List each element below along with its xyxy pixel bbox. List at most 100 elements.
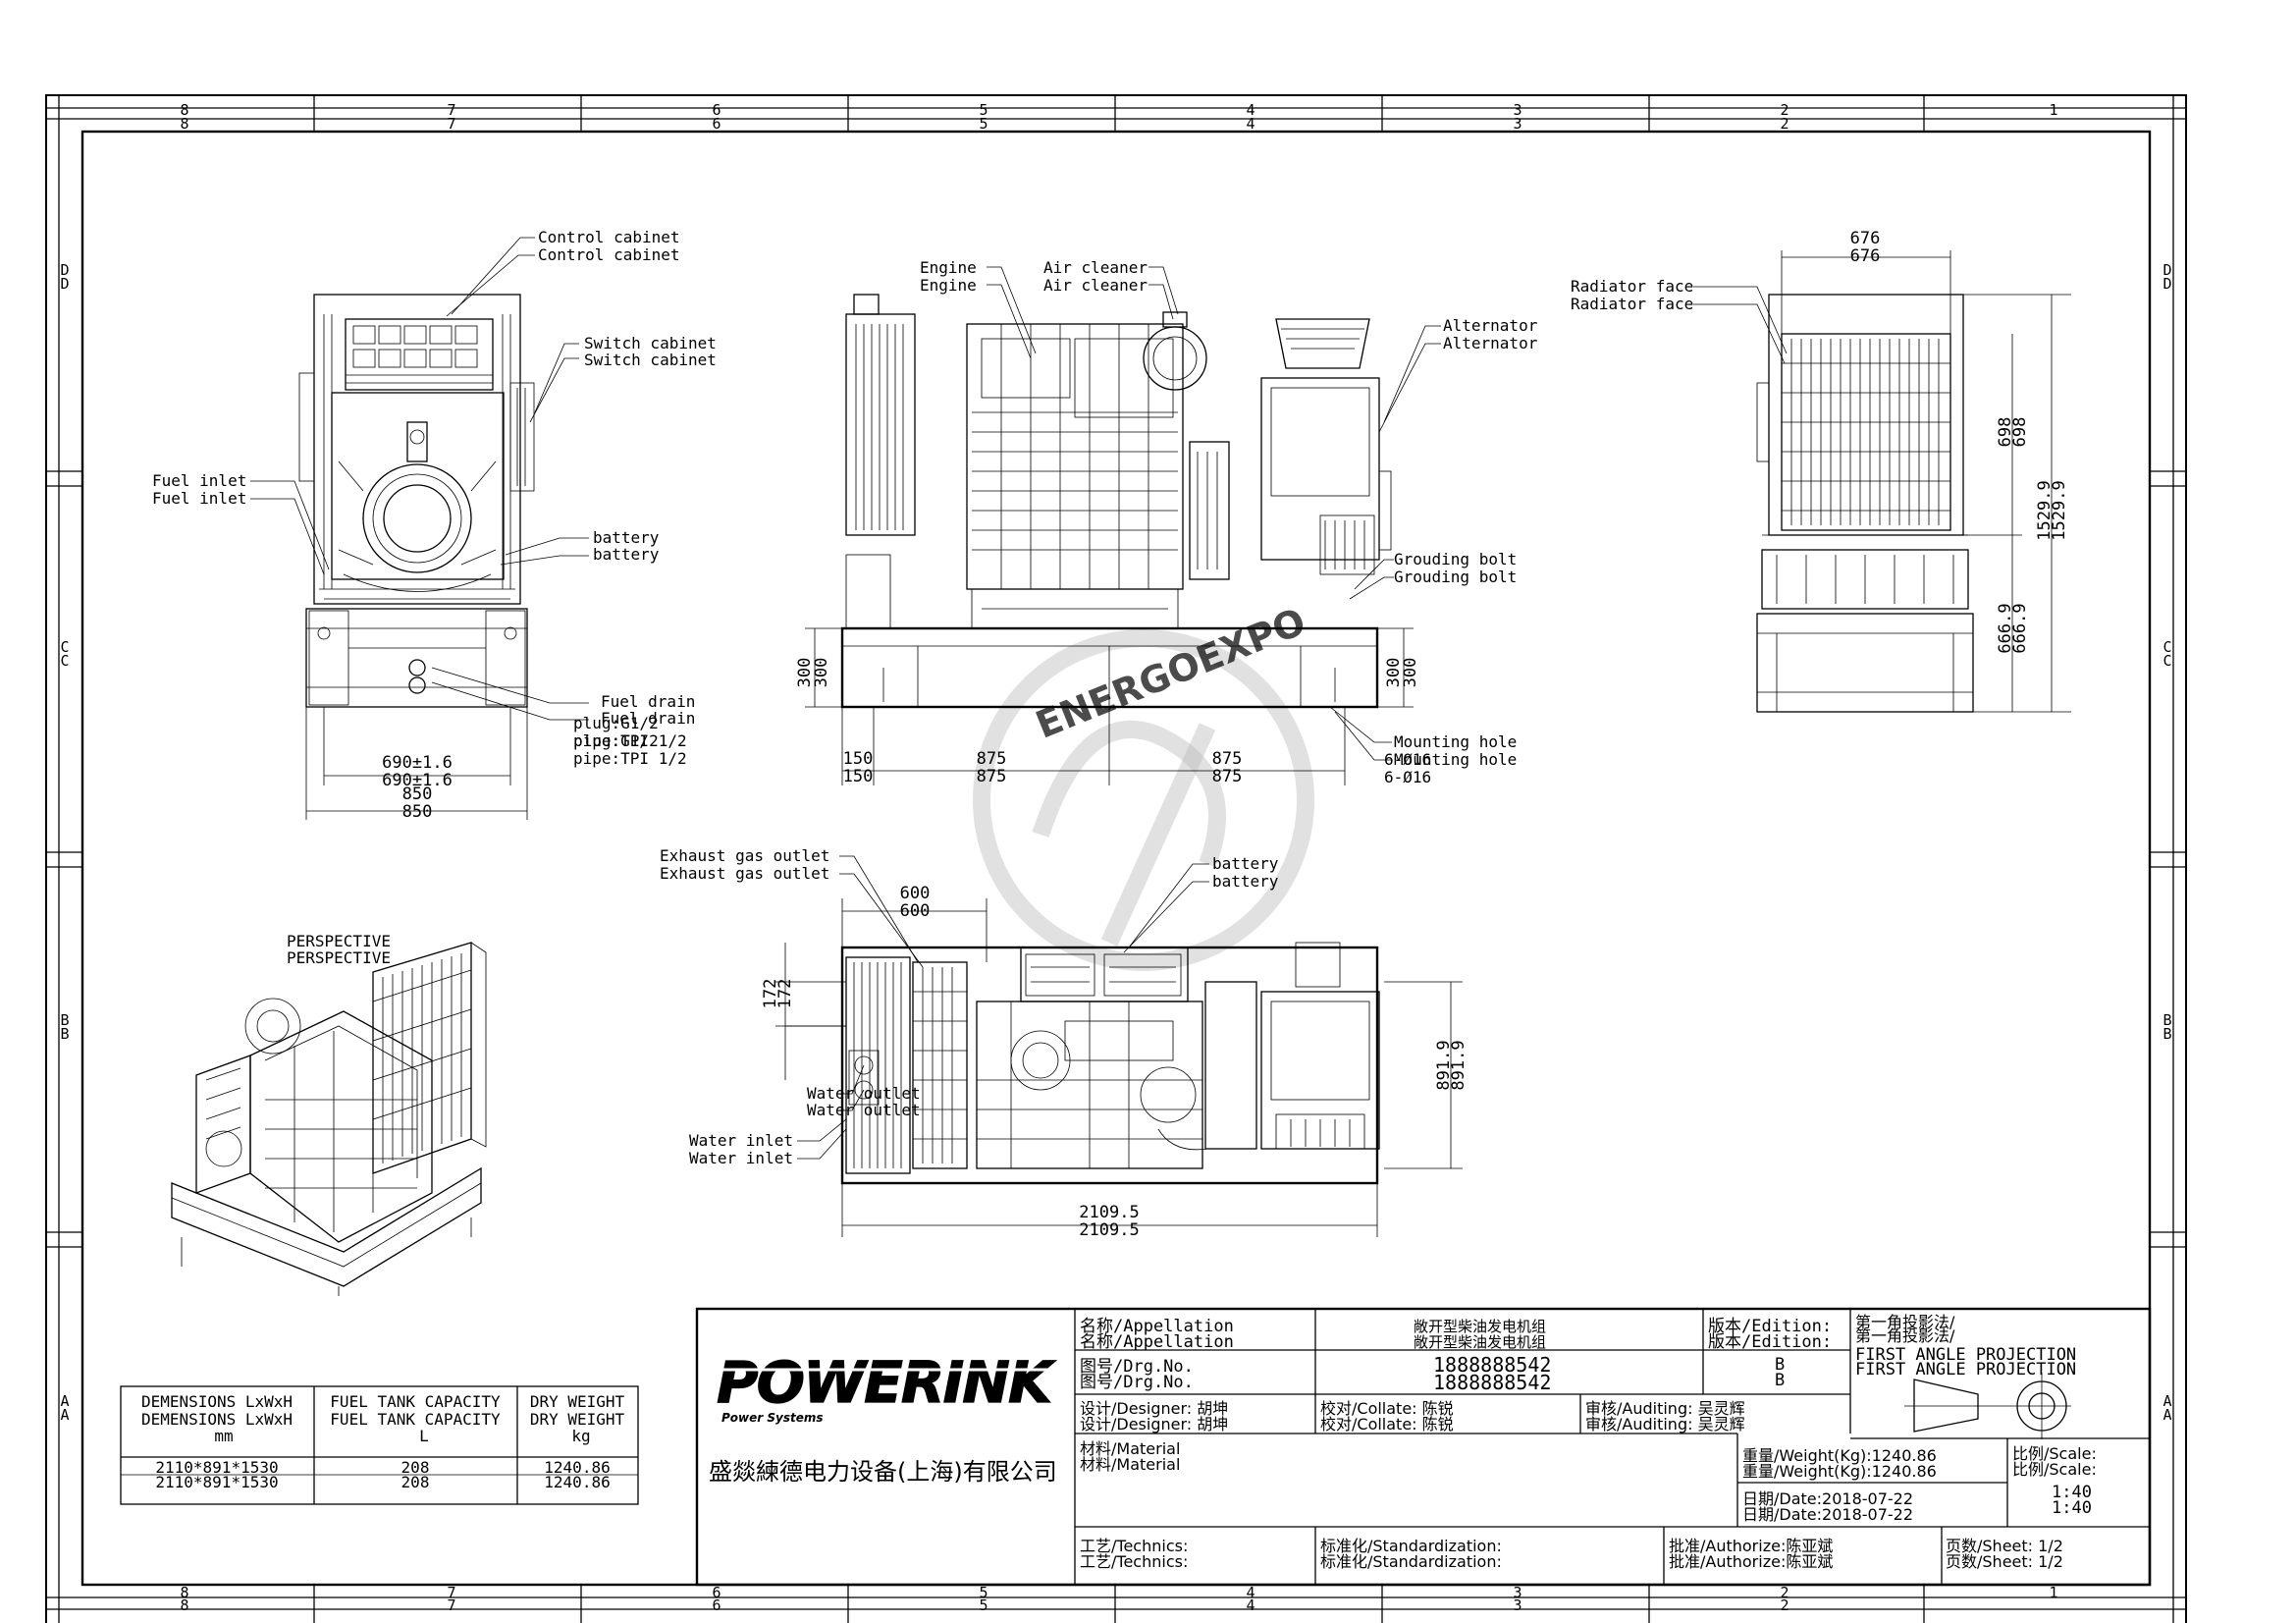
scale-value: 1:40 [2052,1483,2092,1502]
spec-value-fuel-tank-dup: 208 [401,1473,430,1491]
edition-value-dup: B [1775,1371,1785,1390]
zone-row-d-left-b: D [60,275,69,293]
dim-front-690: 690±1.6 [382,753,453,773]
top-view-labels: Exhaust gas outlet Exhaust gas outlet ba… [660,846,1279,1167]
zone-col-7b: 7 [447,115,455,133]
side-view: Engine Engine Air cleaner Air cleaner Al… [795,258,1538,786]
appellation-label-dup: 名称/Appellation [1080,1332,1234,1352]
zone-dividers-rows [46,470,2186,1248]
zone-row-d-left: D [60,261,69,279]
projection-label-dup: 第一角投影法/ [1855,1326,1955,1345]
dim-top-600-dup: 600 [900,901,931,921]
zone-col-4: 4 [1246,101,1255,119]
label-mounting-hole-dup: Mounting hole [1394,750,1517,769]
dim-top-600: 600 [900,884,931,903]
scale-label: 比例/Scale: [2012,1444,2097,1463]
zone-row-a-right-b: A [2163,1406,2171,1424]
spec-header-dry-weight: DRY WEIGHT [530,1392,625,1411]
technics-dup: 工艺/Technics: [1080,1552,1188,1571]
material-dup: 材料/Material [1080,1455,1180,1474]
zone-row-c-left-b: C [60,652,69,670]
collate-dup: 校对/Collate: 陈锐 [1320,1415,1454,1434]
authorize: 批准/Authorize:陈亚斌 [1669,1537,1833,1555]
label-water-outlet: Water outlet [807,1084,921,1103]
edition-label-dup: 版本/Edition: [1708,1332,1832,1352]
projection-symbol-icon [1904,1373,2071,1439]
edition-label: 版本/Edition: [1708,1317,1832,1336]
spec-header-dimensions-dup: DEMENSIONS LxWxH [141,1410,293,1429]
label-pipe-dup: pipe:TPI 1/2 [573,749,687,768]
dim-rear-676-dup: 676 [1850,246,1881,266]
zone-col-8-bottom-b: 8 [180,1596,188,1614]
dim-top-891: 891.9 [1434,1040,1454,1090]
rear-view-body [1756,294,1974,713]
dim-rear-698: 698 [1996,417,2015,448]
zone-col-6-bottom-b: 6 [712,1596,721,1614]
label-air-cleaner: Air cleaner [1043,258,1148,277]
dim-side-875a: 875 [977,749,1007,769]
zone-col-8b: 8 [180,115,188,133]
dim-side-875b-dup: 875 [1212,767,1243,786]
sheet: 页数/Sheet: 1/2 [1946,1537,2063,1555]
dim-side-300-left-dup: 300 [812,658,831,688]
label-battery-top: battery [1212,854,1279,873]
rear-view-labels: Radiator face Radiator face [1571,277,1693,313]
spec-value-dimensions-dup: 2110*891*1530 [155,1473,278,1491]
label-plug: plug:G1/2 [573,714,659,732]
dim-front-850-dup: 850 [402,802,433,822]
zone-col-2-bottom-b: 2 [1780,1596,1789,1614]
projection-value-dup: FIRST ANGLE PROJECTION [1855,1360,2076,1380]
date: 日期/Date:2018-07-22 [1742,1489,1913,1508]
material: 材料/Material [1080,1439,1180,1458]
label-fuel-drain-dup: Fuel drain [601,709,695,728]
dim-top-172: 172 [761,979,780,1009]
zone-row-b-right-b: B [2163,1025,2171,1043]
label-battery-top-dup: battery [1212,872,1279,891]
perspective-body [171,942,487,1296]
label-water-inlet-dup: Water inlet [689,1149,793,1167]
date-dup: 日期/Date:2018-07-22 [1742,1505,1913,1524]
dim-rear-676: 676 [1850,229,1881,248]
zone-col-4-bottom: 4 [1246,1584,1255,1601]
label-grounding-bolt-dup: Grouding bolt [1394,568,1517,586]
dim-top-891-dup: 891.9 [1449,1040,1468,1090]
edition-value: B [1775,1355,1785,1375]
zone-col-6: 6 [712,101,721,119]
zone-col-8-bottom: 8 [180,1584,188,1601]
spec-unit-mm: mm [214,1427,233,1445]
dim-top-2109: 2109.5 [1079,1203,1139,1222]
label-grounding-bolt: Grouding bolt [1394,550,1517,568]
label-water-inlet: Water inlet [689,1131,793,1150]
company-name: 盛燚練德电力设备(上海)有限公司 [709,1458,1057,1486]
label-plug-dup: plug:G1/2 [573,731,659,750]
zone-col-7-bottom-b: 7 [447,1596,455,1614]
zone-labels-top: 8 8 7 7 6 6 5 5 4 4 3 3 2 2 1 [180,101,2057,133]
zone-col-5: 5 [979,101,988,119]
zone-row-b-left: B [60,1011,69,1029]
top-view-dims: 600 600 172 172 891.9 891.9 2109.5 2109.… [761,884,1468,1240]
label-battery-front-dup: battery [593,545,660,564]
zone-labels-left: D D C C B B A A [60,261,69,1424]
weight-dup: 重量/Weight(Kg):1240.86 [1742,1462,1937,1481]
dim-rear-1529-dup: 1529.9 [2050,480,2069,540]
top-view-body [840,942,1380,1185]
auditing: 审核/Auditing: 吴灵辉 [1585,1399,1745,1418]
spec-value-fuel-tank: 208 [401,1458,430,1477]
zone-labels-right: D D C C B B A A [2163,261,2171,1424]
zone-row-a-left: A [60,1392,69,1410]
spec-unit-l: L [419,1427,429,1445]
dim-side-150-dup: 150 [843,767,874,786]
logo-text: POWERINK [717,1349,1056,1416]
label-alternator: Alternator [1443,316,1538,335]
side-view-body [840,294,1392,709]
spec-header-dry-weight-dup: DRY WEIGHT [530,1410,625,1429]
dim-front-690-dup: 690±1.6 [382,771,453,790]
label-mounting-hole-spec: 6-Ø16 [1384,750,1431,769]
perspective-view: PERSPECTIVE PERSPECTIVE [171,932,487,1296]
spec-value-dimensions: 2110*891*1530 [155,1458,278,1477]
dim-rear-1529: 1529.9 [2035,480,2055,540]
dim-rear-666: 666.9 [1996,603,2015,653]
designer-dup: 设计/Designer: 胡坤 [1080,1415,1228,1434]
label-control-cabinet: Control cabinet [538,228,680,246]
zone-col-2-bottom: 2 [1780,1584,1789,1601]
